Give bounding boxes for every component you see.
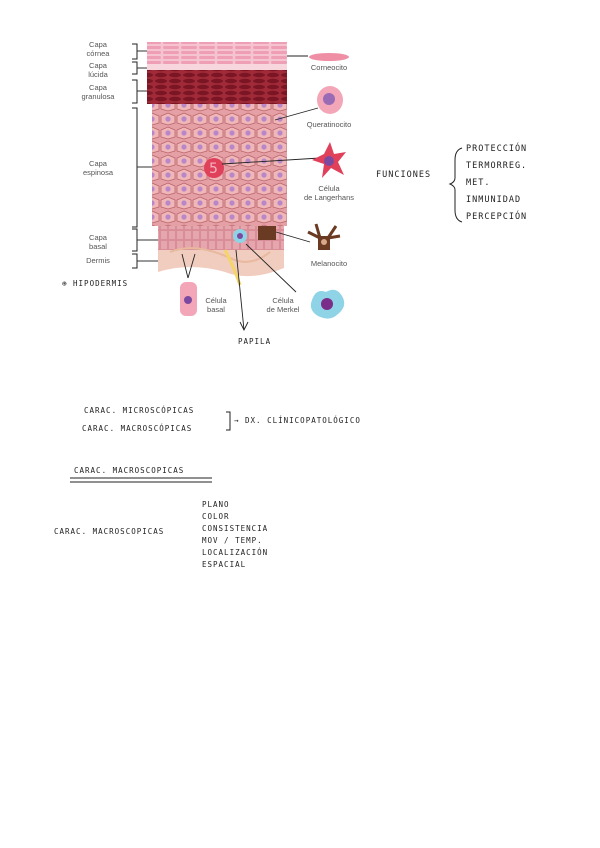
note-dx: → DX. CLÍNICOPATOLÓGICO <box>234 416 361 425</box>
macro-item: CONSISTENCIA <box>202 524 268 536</box>
note-micro: CARAC. MICROSCÓPICAS <box>84 406 194 415</box>
note-papila: PAPILA <box>238 337 271 346</box>
funcion-item: PROTECCIÓN <box>466 144 527 161</box>
label-celula-basal: Célula basal <box>197 296 235 314</box>
funciones-list: PROTECCIÓN TERMORREG. MET. INMUNIDAD PER… <box>466 144 527 229</box>
label-capa-basal: Capa basal <box>76 233 120 251</box>
macro-item: PLANO <box>202 500 268 512</box>
label-merkel: Célula de Merkel <box>258 296 308 314</box>
funciones-title: FUNCIONES <box>376 170 431 180</box>
macro-item: COLOR <box>202 512 268 524</box>
funcion-item: PERCEPCIÓN <box>466 212 527 229</box>
note-macro: CARAC. MACROSCÓPICAS <box>82 424 192 433</box>
funcion-item: INMUNIDAD <box>466 195 527 212</box>
list-label: CARAC. MACROSCOPICAS <box>54 527 164 536</box>
label-dermis: Dermis <box>76 256 120 265</box>
svg-text:5: 5 <box>209 161 218 177</box>
label-corneocito: Corneocito <box>300 63 358 72</box>
macro-item: LOCALIZACIÓN <box>202 548 268 560</box>
label-capa-lucida: Capa lúcida <box>76 61 120 79</box>
macro-item: ESPACIAL <box>202 560 268 572</box>
note-hipodermis: ⊕ HIPODERMIS <box>62 279 128 288</box>
funcion-item: TERMORREG. <box>466 161 527 178</box>
section-title: CARAC. MACROSCOPICAS <box>74 466 184 475</box>
label-capa-granulosa: Capa granulosa <box>76 83 120 101</box>
macro-list: PLANO COLOR CONSISTENCIA MOV / TEMP. LOC… <box>202 500 268 572</box>
label-queratinocito: Queratinocito <box>298 120 360 129</box>
macro-item: MOV / TEMP. <box>202 536 268 548</box>
label-capa-cornea: Capa córnea <box>76 40 120 58</box>
funcion-item: MET. <box>466 178 527 195</box>
label-capa-espinosa: Capa espinosa <box>76 159 120 177</box>
label-melanocito: Melanocito <box>300 259 358 268</box>
label-langerhans: Célula de Langerhans <box>296 184 362 202</box>
